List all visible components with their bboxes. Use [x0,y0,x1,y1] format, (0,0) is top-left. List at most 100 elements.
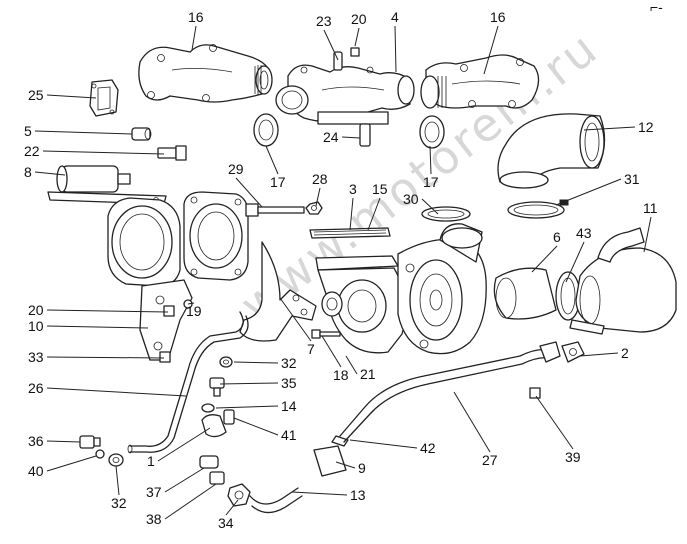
leader-line-c28 [315,187,321,207]
callout-label-c4: 4 [391,9,399,25]
leader-lines [34,25,652,520]
leader-line-c34 [225,499,239,516]
fitting-35 [209,377,225,397]
sleeve-5 [131,127,152,141]
callout-label-c22: 22 [24,143,40,159]
screw-33 [159,351,171,363]
leader-line-c9 [335,461,356,469]
callout-label-c39: 39 [565,449,581,465]
leader-line-c6 [531,245,558,273]
leader-line-c36 [46,440,81,443]
callout-label-c33: 33 [28,349,44,365]
leader-line-c35 [219,382,279,385]
leader-line-c27 [453,391,491,453]
washer-40 [95,449,105,459]
flange-housing-left [107,197,181,287]
callout-label-c20a: 20 [351,11,367,27]
leader-line-c39 [535,395,574,450]
leader-line-c19 [187,302,195,305]
seal-ring-right [419,115,445,149]
callout-label-c12: 12 [638,119,654,135]
leader-line-c12 [583,126,636,131]
callout-label-c41: 41 [281,427,297,443]
bolt-29 [245,203,305,217]
hose-6 [493,267,557,320]
callout-label-c32b: 32 [111,495,127,511]
leader-line-c7 [279,297,312,342]
callout-label-c31: 31 [624,171,640,187]
flange-gasket-2 [561,341,585,363]
callout-label-c21: 21 [360,366,376,382]
leader-line-c15 [367,197,381,231]
corner-mark: ⌐- [650,0,663,15]
leader-line-c31 [555,178,622,206]
leader-line-c32a [233,361,279,364]
callout-label-c35: 35 [281,375,297,391]
leader-line-c2 [579,352,619,357]
callout-label-c28: 28 [312,171,328,187]
callout-label-c8: 8 [24,164,32,180]
callout-label-c25: 25 [28,87,44,103]
leader-line-c38 [164,483,217,520]
leader-line-c20b [46,309,169,313]
hose-9 [313,445,347,477]
nut-28 [305,201,323,215]
callout-label-c2: 2 [621,345,629,361]
callout-label-c24: 24 [323,129,339,145]
exhaust-manifold-left [138,44,273,103]
bracket-10 [139,279,193,361]
callout-label-c3: 3 [349,181,357,197]
bolt-22 [157,145,187,161]
callout-label-c13: 13 [350,487,366,503]
turbocharger [315,223,487,355]
leader-line-c13 [291,491,348,496]
leader-line-c8 [34,171,66,176]
exhaust-manifold-center [275,64,415,125]
callout-label-c10: 10 [28,318,44,334]
leader-line-c40 [46,455,97,472]
leader-line-c4 [394,25,397,73]
callout-label-c18: 18 [333,367,349,383]
callout-label-c17a: 17 [270,174,286,190]
leader-line-c26 [46,387,187,397]
callout-label-c40: 40 [28,463,44,479]
leader-line-c43 [565,241,585,283]
callout-label-c15: 15 [372,181,388,197]
callout-label-c38: 38 [146,511,162,527]
callout-label-c26: 26 [28,380,44,396]
drain-pipe-27 [339,341,561,443]
nipple-38 [209,471,225,485]
callout-label-c17b: 17 [423,174,439,190]
actuator-8 [47,165,167,205]
callout-label-c19: 19 [186,303,202,319]
leader-line-c11 [643,216,652,253]
callout-label-c23: 23 [316,13,332,29]
nut-34 [227,483,251,507]
seal-ring-left [253,113,279,147]
callout-label-c42: 42 [420,440,436,456]
clamp-42 [331,435,349,447]
leader-line-c23 [323,29,339,61]
callout-label-c36: 36 [28,433,44,449]
part-drawings [47,44,677,514]
leader-line-c14 [215,405,279,409]
leader-line-c5 [34,130,133,135]
nut-20-top [350,47,360,57]
bracket-7 [239,241,317,342]
fitting-37 [199,455,219,469]
callout-label-c14: 14 [281,398,297,414]
leader-line-c30 [421,198,439,215]
intake-elbow-12 [497,113,606,189]
callout-label-c9: 9 [358,460,366,476]
clip-1 [201,414,227,438]
clamp-31 [507,199,569,219]
leader-line-c10 [46,325,149,329]
leader-line-c24 [341,136,361,139]
exhaust-manifold-right [420,54,540,109]
callout-label-c6: 6 [553,229,561,245]
callout-label-c30: 30 [403,191,419,207]
fitting-36 [79,435,101,449]
gasket-30 [421,206,471,222]
